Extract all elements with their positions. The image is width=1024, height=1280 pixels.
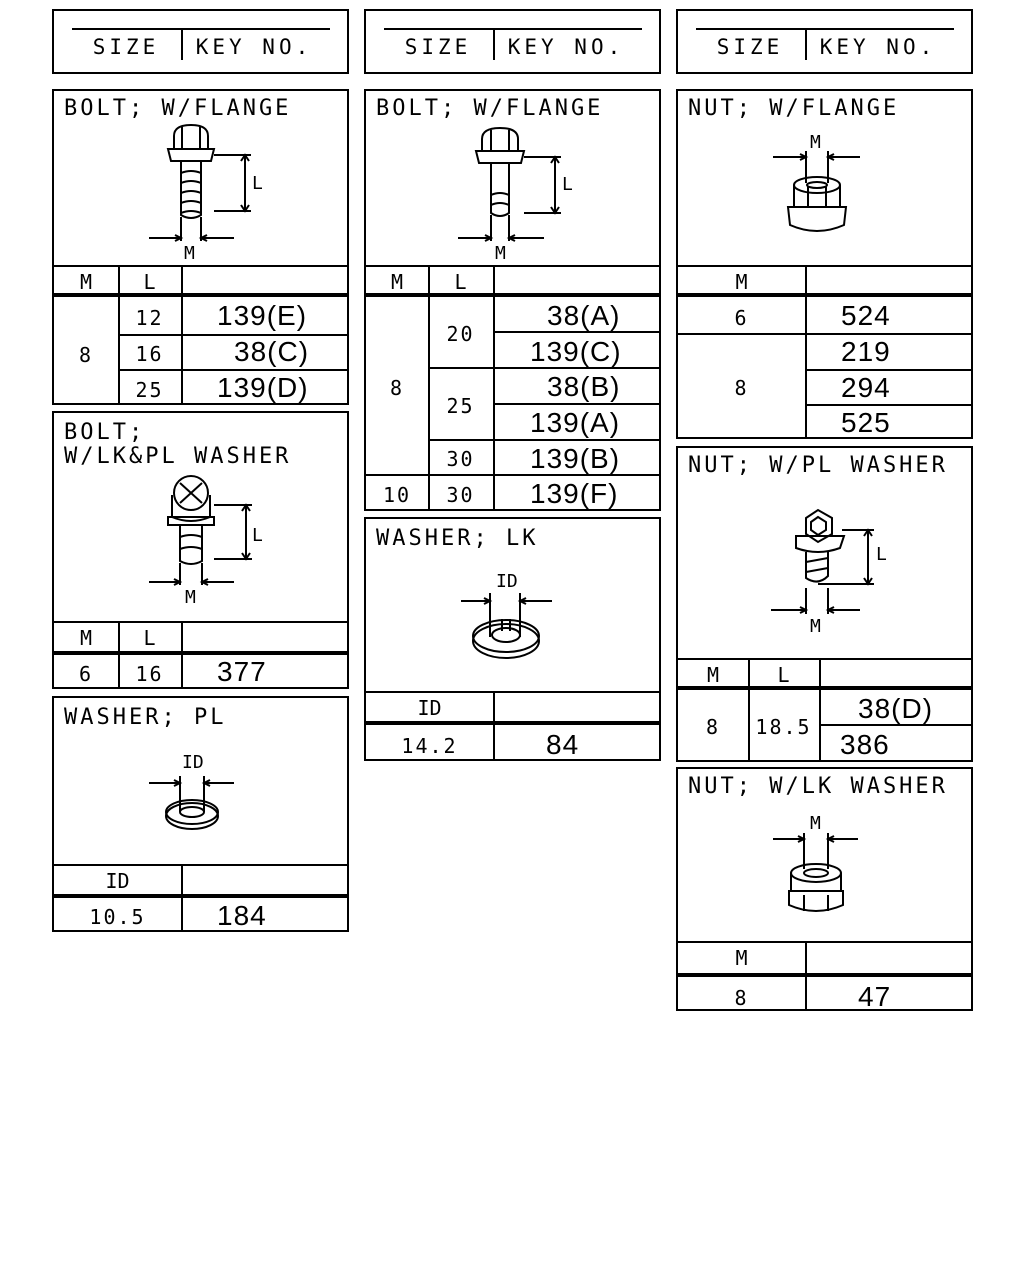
cell-l: 25 <box>135 378 164 402</box>
header-size: SIZE <box>716 35 784 59</box>
cell-m: 8 <box>389 376 405 400</box>
panel-nut-lk-washer: NUT; W/LK WASHER M M 8 47 <box>676 767 973 1012</box>
header-size: SIZE <box>404 35 472 59</box>
col-header-l: L <box>143 626 156 650</box>
cell-key-no: 38(A) <box>547 300 621 331</box>
cell-l: 12 <box>135 306 164 330</box>
dim-label-m: M <box>810 616 821 637</box>
panel-bolt-flange-1: BOLT; W/FLANGE L M M L 8 12 139(E) 16 38… <box>52 89 349 405</box>
cell-l: 30 <box>446 447 475 471</box>
col-header-m: M <box>706 663 720 687</box>
cell-key-no: 47 <box>858 981 892 1012</box>
lock-washer-icon: ID <box>461 571 552 659</box>
dim-label-l: L <box>876 544 887 565</box>
cell-l: 20 <box>446 322 475 346</box>
panel-title: NUT; W/PL WASHER <box>688 453 948 478</box>
panel-title: BOLT; W/FLANGE <box>64 96 292 121</box>
header-box-col2: SIZE KEY NO. <box>364 9 661 74</box>
panel-title: NUT; W/FLANGE <box>688 96 900 121</box>
col-header-m: M <box>79 626 93 650</box>
col-header-l: L <box>454 270 467 294</box>
header-size: SIZE <box>92 35 160 59</box>
panel-nut-pl-washer: NUT; W/PL WASHER L M M L 8 18.5 38(D) 38… <box>676 446 973 762</box>
cell-key-no: 139(A) <box>530 407 621 438</box>
col-header-id: ID <box>417 696 442 720</box>
cell-id: 14.2 <box>401 734 458 758</box>
cell-key-no: 38(C) <box>234 336 310 367</box>
cell-key-no: 525 <box>841 407 891 438</box>
dim-label-id: ID <box>496 571 518 592</box>
cell-l: 25 <box>446 394 475 418</box>
cell-m: 10 <box>382 483 412 507</box>
flange-nut-icon: M <box>773 132 860 232</box>
panel-nut-flange: NUT; W/FLANGE M M 6 524 8 219 294 525 <box>676 89 973 439</box>
lock-washer-nut-icon: M <box>773 813 858 912</box>
cell-m: 6 <box>734 306 749 330</box>
header-box-col3: SIZE KEY NO. <box>676 9 973 74</box>
cell-key-no: 294 <box>841 372 891 403</box>
panel-bolt-lk-pl-washer: BOLT; W/LK&PL WASHER L M M L 6 16 377 <box>52 411 349 689</box>
col-header-m: M <box>79 270 93 294</box>
header-box-col1: SIZE KEY NO. <box>52 9 349 74</box>
dim-label-l: L <box>252 525 263 546</box>
dim-label-id: ID <box>182 752 204 773</box>
cell-key-no: 139(D) <box>217 372 309 403</box>
plain-washer-icon: ID <box>149 752 234 830</box>
dim-label-m: M <box>495 243 506 264</box>
cell-key-no: 38(B) <box>547 371 621 402</box>
panel-bolt-flange-2: BOLT; W/FLANGE L M M L 8 10 20 25 30 30 … <box>364 89 661 511</box>
panel-washer-pl: WASHER; PL ID ID 10.5 184 <box>52 696 349 932</box>
col-header-l: L <box>143 270 156 294</box>
header-key-no: KEY NO. <box>507 35 625 59</box>
col-header-m: M <box>390 270 404 294</box>
washer-nut-icon: L M <box>771 508 887 637</box>
panel-title: BOLT; W/FLANGE <box>376 96 604 121</box>
col-header-l: L <box>777 663 790 687</box>
cell-key-no: 139(B) <box>530 443 621 474</box>
cell-m: 8 <box>705 715 721 739</box>
panel-title: WASHER; LK <box>376 526 539 551</box>
header-key-no: KEY NO. <box>195 35 313 59</box>
cell-m: 8 <box>734 986 749 1010</box>
flange-bolt-icon: L M <box>149 123 263 264</box>
cell-m: 6 <box>78 662 94 686</box>
cell-key-no: 139(E) <box>217 300 308 331</box>
cell-key-no: 386 <box>840 729 890 760</box>
cell-m: 8 <box>734 376 749 400</box>
dim-label-l: L <box>252 173 263 194</box>
panel-title: NUT; W/LK WASHER <box>688 774 948 799</box>
cell-key-no: 38(D) <box>858 693 934 724</box>
cell-key-no: 377 <box>217 656 267 687</box>
dim-label-m: M <box>184 243 195 264</box>
cell-key-no: 219 <box>841 336 891 367</box>
cell-l: 18.5 <box>755 715 812 739</box>
dim-label-m: M <box>810 132 821 153</box>
cell-id: 10.5 <box>89 905 146 929</box>
cell-key-no: 139(C) <box>530 336 622 367</box>
col-header-m: M <box>735 946 748 970</box>
header-key-no: KEY NO. <box>819 35 937 59</box>
dim-label-m: M <box>185 587 196 608</box>
col-header-m: M <box>735 270 748 294</box>
washer-bolt-icon: L M <box>149 475 263 608</box>
dim-label-m: M <box>810 813 821 834</box>
cell-key-no: 139(F) <box>530 478 619 509</box>
panel-title: WASHER; PL <box>64 705 227 730</box>
cell-l: 16 <box>135 662 164 686</box>
panel-washer-lk: WASHER; LK ID ID 14.2 84 <box>364 517 661 761</box>
cell-key-no: 524 <box>841 300 891 331</box>
cell-key-no: 84 <box>546 729 580 760</box>
dim-label-l: L <box>562 174 573 195</box>
col-header-id: ID <box>105 869 130 893</box>
cell-m: 8 <box>78 343 94 367</box>
flange-bolt-icon: L M <box>458 126 573 264</box>
cell-l: 30 <box>446 483 475 507</box>
cell-key-no: 184 <box>217 900 267 931</box>
panel-title: BOLT; W/LK&PL WASHER <box>64 420 292 469</box>
cell-l: 16 <box>135 342 164 366</box>
